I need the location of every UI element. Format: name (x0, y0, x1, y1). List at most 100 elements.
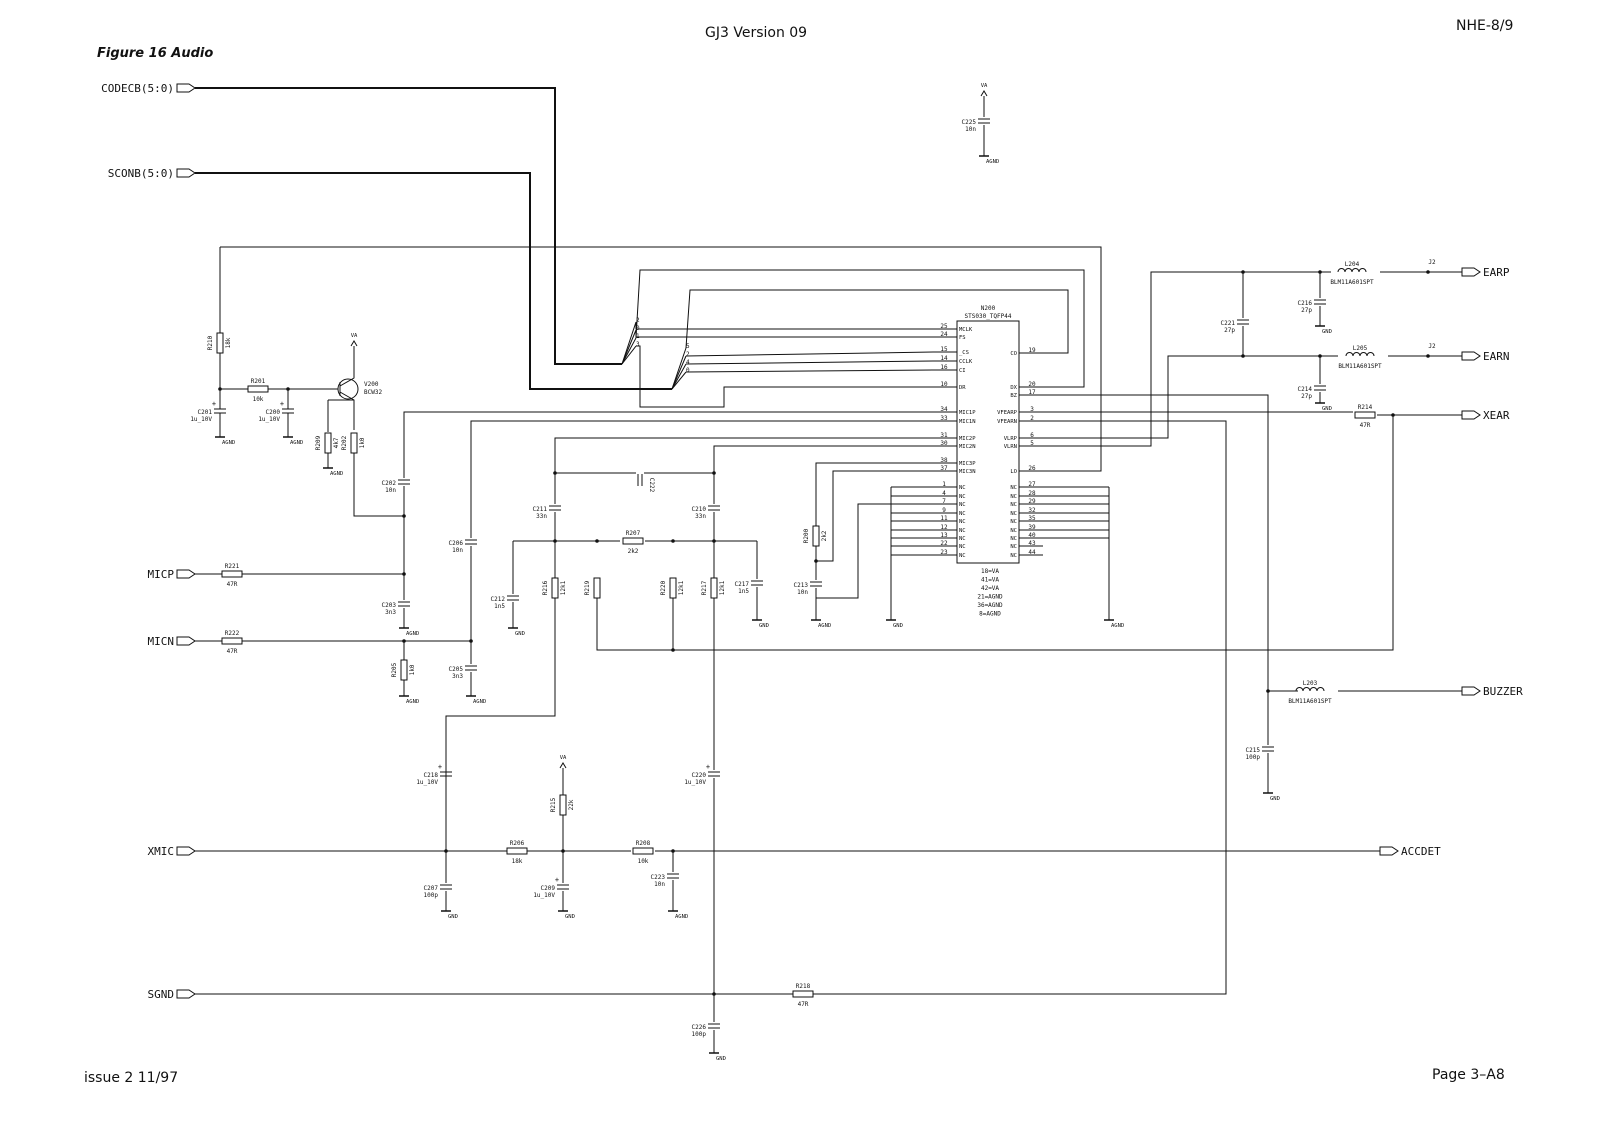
pin-number: 12 (940, 524, 948, 531)
resistor-symbol (506, 847, 528, 855)
pin-number: 5 (1030, 440, 1034, 447)
pin-number: 40 (1028, 532, 1036, 539)
ic-power-note: 8=AGND (979, 611, 1001, 618)
wire (636, 345, 933, 408)
wire (621, 337, 637, 365)
resistor-symbol (216, 332, 224, 354)
pin-name: MIC2P (959, 436, 976, 442)
bus-bit-label: 3 (636, 341, 640, 348)
pin-number: 28 (1028, 490, 1036, 497)
pin-name: MIC3N (959, 469, 976, 475)
resistor-value: 12k1 (678, 580, 685, 595)
wire (800, 420, 1227, 995)
resistor-value: 22k (568, 799, 575, 810)
pin-name: NC (1010, 553, 1017, 559)
ground-label: AGND (675, 914, 688, 920)
capacitor-ref: C223 (651, 874, 666, 881)
inductor-ref: L205 (1353, 345, 1368, 352)
resistor-ref: R216 (542, 580, 549, 595)
resistor-symbol (324, 432, 332, 454)
ic-power-note: 42=VA (981, 585, 999, 592)
pin-name: MCLK (959, 327, 973, 333)
port-flag (1461, 267, 1481, 277)
ground-label: GND (893, 623, 903, 629)
pin-number: 19 (1028, 347, 1036, 354)
resistor-symbol (710, 577, 718, 599)
pin-name: NC (959, 494, 966, 500)
wire (816, 503, 909, 599)
capacitor-ref: C218 (424, 772, 439, 779)
port-label: ACCDET (1401, 845, 1441, 858)
supply-arrow (980, 90, 988, 97)
pin-name: DR (959, 385, 966, 391)
resistor-symbol (1354, 411, 1376, 419)
port-flag (1379, 846, 1399, 856)
capacitor-ref: C206 (449, 540, 464, 547)
pin-number: 37 (940, 465, 948, 472)
wire (554, 437, 933, 504)
pin-name: NC (959, 544, 966, 550)
pin-name: VLRN (1004, 444, 1017, 450)
inductor-symbol (1337, 268, 1367, 273)
pin-number: 32 (1028, 507, 1036, 514)
issue-label: issue 2 11/97 (84, 1070, 179, 1086)
resistor-value: 1k0 (359, 437, 366, 448)
ground-label: AGND (1111, 623, 1124, 629)
resistor-ref: R208 (636, 840, 651, 847)
pin-number: 10 (940, 381, 948, 388)
port-flag (176, 168, 196, 178)
capacitor-value: 1u_10V (533, 892, 555, 899)
resistor-ref: R202 (341, 435, 348, 450)
wire (671, 355, 687, 390)
resistor-ref: R214 (1358, 404, 1373, 411)
wire (1043, 394, 1298, 692)
pin-number: 20 (1028, 381, 1036, 388)
wire (353, 453, 404, 517)
wire (339, 346, 355, 387)
inductor-ref: L203 (1303, 680, 1318, 687)
pin-number: 7 (942, 498, 946, 505)
wire (195, 172, 622, 390)
capacitor-value: 100p (424, 892, 439, 899)
capacitor-value: 33n (695, 513, 706, 520)
pin-name: _CS (959, 350, 969, 356)
resistor-ref: R201 (251, 378, 266, 385)
ground-label: AGND (818, 623, 831, 629)
junction-dot (671, 648, 675, 652)
capacitor-polarity: + (706, 763, 710, 771)
resistor-value: 2k2 (821, 530, 828, 541)
resistor-symbol (247, 385, 269, 393)
resistor-ref: R200 (803, 528, 810, 543)
capacitor-value: 1n5 (738, 588, 749, 595)
capacitor-polarity: + (280, 400, 284, 408)
junction-dot (1426, 354, 1430, 358)
ic-ref: N200 (981, 305, 996, 312)
pin-number: 38 (940, 457, 948, 464)
pin-name: NC (1010, 519, 1017, 525)
capacitor-ref: C213 (794, 582, 809, 589)
resistor-value: 47R (1360, 422, 1371, 429)
wire (635, 330, 933, 338)
ic-body (956, 320, 1020, 564)
wire (445, 512, 556, 770)
bus-bit-label: 2 (636, 317, 640, 324)
resistor-symbol (221, 637, 243, 645)
bus-bit-label: 5 (686, 343, 690, 350)
junction-dot (402, 514, 406, 518)
pin-number: 43 (1028, 540, 1036, 547)
pin-name: NC (1010, 502, 1017, 508)
wire (816, 470, 933, 562)
resistor-value: 12k1 (719, 580, 726, 595)
resistor-symbol (593, 577, 601, 599)
pin-name: VFEARP (997, 410, 1018, 416)
capacitor-value: 1u_10V (190, 416, 212, 423)
resistor-ref: R206 (510, 840, 525, 847)
wire (621, 329, 637, 365)
capacitor-ref: C205 (449, 666, 464, 673)
pin-name: NC (959, 519, 966, 525)
resistor-value: 1k0 (409, 664, 416, 675)
pin-name: NC (1010, 494, 1017, 500)
pin-number: 11 (940, 515, 948, 522)
wire (685, 369, 934, 373)
